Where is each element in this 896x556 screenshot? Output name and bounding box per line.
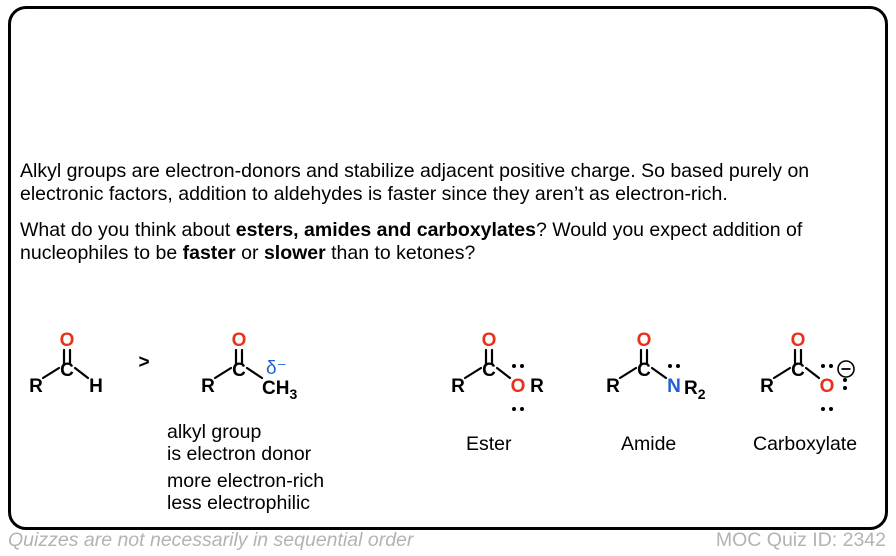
amide-oxygen: O (637, 330, 652, 351)
ketone-methyl: CH3 (262, 378, 297, 402)
ester-rc-bond (463, 366, 483, 380)
ester-single-oxygen: O (511, 376, 526, 397)
ester-carbon: C (482, 360, 496, 381)
ketone-oxygen: O (232, 330, 247, 351)
amide-nitrogen: N (667, 376, 681, 397)
amide-nr2: R2 (684, 378, 706, 402)
amide-lone-pair (668, 364, 680, 368)
carboxylate-label: Carboxylate (753, 433, 858, 455)
quiz-card (8, 6, 888, 530)
aldehyde-ch-bond (73, 366, 90, 380)
question-text-3: or (235, 242, 264, 264)
ketone-cch3-bond (245, 366, 264, 380)
carboxylate-lone-pair-bottom (821, 407, 833, 411)
aldehyde-r-group: R (29, 376, 43, 397)
paragraph-question: What do you think about esters, amides a… (20, 219, 890, 265)
greater-than-sign: > (138, 352, 149, 373)
carboxylate-lone-pair-right (843, 378, 847, 390)
paragraph-alkyl-groups: Alkyl groups are electron-donors and sta… (20, 160, 810, 205)
ketone-methyl-ch: CH (262, 378, 289, 399)
carboxylate-carbonyl-oxygen: O (791, 330, 806, 351)
ketone-rc-bond (213, 366, 233, 380)
footer-sequence-note: Quizzes are not necessarily in sequentia… (8, 529, 414, 551)
carboxylate-carbon: C (791, 360, 805, 381)
ketone-r-group: R (201, 376, 215, 397)
amide-r2-main: R (684, 378, 698, 399)
ester-carbonyl-oxygen: O (482, 330, 497, 351)
ketone-caption-line4: less electrophilic (167, 492, 311, 514)
question-bold-faster: faster (182, 242, 236, 264)
ester-lone-pair-top (512, 364, 524, 368)
question-text-1: What do you think about (20, 219, 236, 241)
amide-cn-bond (650, 366, 668, 380)
amide-rc-bond (618, 366, 638, 380)
ketone-caption-line2: is electron donor (167, 443, 312, 465)
aldehyde-carbon: C (60, 360, 74, 381)
question-text-4: than to ketones? (325, 242, 476, 264)
amide-label: Amide (621, 433, 677, 455)
amide-r-group: R (606, 376, 620, 397)
ketone-caption-line1: alkyl group (167, 421, 262, 443)
delta-minus-label: δ⁻ (266, 358, 287, 379)
question-text-2: ? Would you expect addition of nucleophi… (20, 219, 803, 264)
aldehyde-oxygen: O (60, 330, 75, 351)
carboxylate-rc-bond (772, 366, 792, 380)
aldehyde-hydrogen: H (89, 376, 103, 397)
carboxylate-lone-pair-top (821, 364, 833, 368)
amide-carbon: C (637, 360, 651, 381)
ester-lone-pair-bottom (512, 407, 524, 411)
negative-charge-icon (837, 360, 855, 378)
question-bold-slower: slower (263, 242, 326, 264)
footer-quiz-id: MOC Quiz ID: 2342 (715, 529, 886, 551)
ester-r-group: R (451, 376, 465, 397)
aldehyde-rc-bond (41, 366, 61, 380)
ester-label: Ester (466, 433, 512, 455)
carboxylate-anionic-oxygen: O (820, 376, 835, 397)
ketone-methyl-subscript: 3 (289, 386, 297, 402)
question-bold-1: esters, amides and carboxylates (235, 219, 536, 241)
ester-or-r-group: R (530, 376, 544, 397)
carboxylate-co-single-bond (804, 366, 821, 380)
carboxylate-r-group: R (760, 376, 774, 397)
ketone-caption-line3: more electron-rich (167, 470, 325, 492)
amide-r2-subscript: 2 (698, 386, 706, 402)
ketone-carbon: C (232, 360, 246, 381)
ester-co-single-bond (495, 366, 512, 380)
